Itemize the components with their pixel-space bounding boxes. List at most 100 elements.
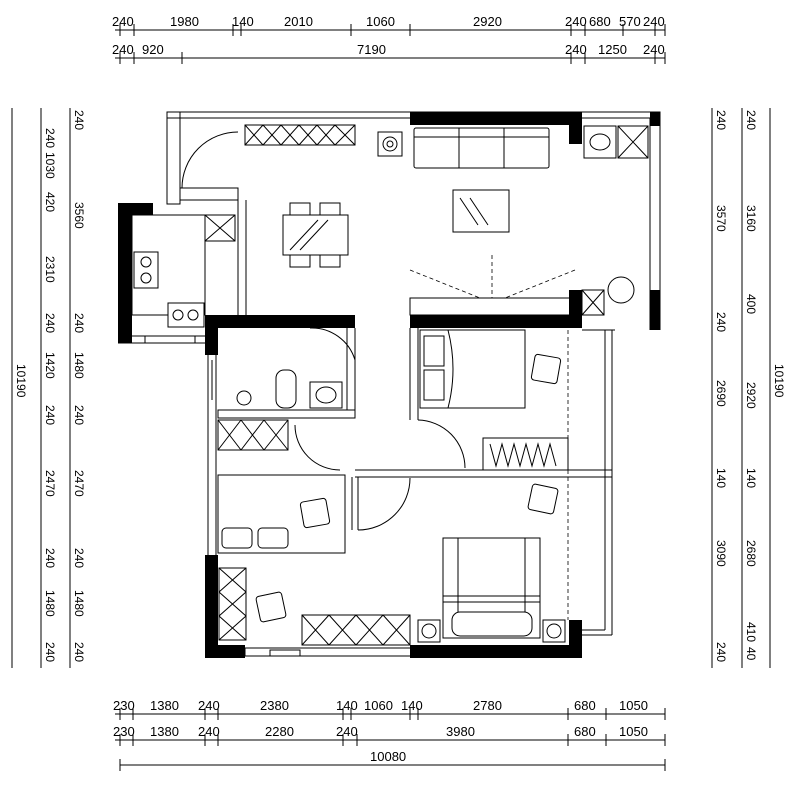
- plant-icon: [236, 390, 252, 406]
- dimension-text-top: 240 1980 140 2010 1060 2920 240 680 570 …: [112, 14, 665, 57]
- stove-icon: [377, 131, 403, 157]
- dim-right-in-5: 140: [714, 468, 728, 488]
- dim-left-11: 240: [43, 642, 57, 662]
- dim-top-4: 2010: [284, 14, 313, 29]
- dim-left-2: 1030: [43, 152, 57, 179]
- dresser: [301, 614, 411, 646]
- dim-bot-3: 240: [198, 698, 220, 713]
- dim-right-out-3: 400: [744, 294, 758, 314]
- dim-top2-1: 240: [112, 42, 134, 57]
- washbasin-icon: [583, 125, 617, 159]
- dim-bot-7: 140: [401, 698, 423, 713]
- washbasin-icon: [309, 381, 343, 409]
- dim-top2-3: 7190: [357, 42, 386, 57]
- dim-bot2-3: 240: [198, 724, 220, 739]
- dim-bottom-total: 10080: [370, 749, 406, 764]
- dim-right-out-8: 40: [744, 647, 758, 661]
- wardrobe: [482, 437, 569, 471]
- kitchen: [131, 214, 236, 328]
- dim-left-in-6: 2470: [72, 470, 86, 497]
- dim-bot2-1: 230: [113, 724, 135, 739]
- living-dining: [244, 124, 576, 299]
- plant-icon: [607, 276, 635, 304]
- dim-left-in-7: 240: [72, 548, 86, 568]
- dim-left-in-4: 1480: [72, 352, 86, 379]
- dim-right-in-6: 3090: [714, 540, 728, 567]
- stove-icon: [133, 251, 159, 289]
- dim-bot-5: 140: [336, 698, 358, 713]
- dim-top-9: 570: [619, 14, 641, 29]
- dim-left-total: 10190: [14, 364, 28, 398]
- dimension-text-bottom: 230 1380 240 2380 140 1060 140 2780 680 …: [113, 698, 648, 764]
- bedroom-top-right: [419, 329, 569, 471]
- dim-left-1: 240: [43, 128, 57, 148]
- dim-right-out-4: 2920: [744, 382, 758, 409]
- dim-right-total: 10190: [772, 364, 786, 398]
- door-swings: [181, 131, 466, 531]
- dim-left-4: 2310: [43, 256, 57, 283]
- dim-top-7: 240: [565, 14, 587, 29]
- dim-top-3: 140: [232, 14, 254, 29]
- chair: [530, 353, 562, 385]
- dim-bot2-7: 680: [574, 724, 596, 739]
- dim-right-in-3: 240: [714, 312, 728, 332]
- dimension-text-left: 240 1030 420 2310 240 1420 240 2470 240 …: [14, 110, 86, 662]
- dim-bot2-5: 240: [336, 724, 358, 739]
- dim-top2-5: 1250: [598, 42, 627, 57]
- bedroom-middle-left: [217, 419, 346, 554]
- tv-cabinet: [244, 124, 356, 146]
- chair: [255, 591, 287, 623]
- dim-left-5: 240: [43, 313, 57, 333]
- dim-right-out-7: 410: [744, 622, 758, 642]
- dim-left-in-3: 240: [72, 313, 86, 333]
- dim-top-5: 1060: [366, 14, 395, 29]
- dim-right-in-7: 240: [714, 642, 728, 662]
- master-bedroom: [218, 483, 566, 646]
- dining-table: [282, 214, 349, 256]
- dim-bot2-8: 1050: [619, 724, 648, 739]
- dim-top-6: 2920: [473, 14, 502, 29]
- dim-left-in-5: 240: [72, 405, 86, 425]
- toilet-icon: [275, 369, 297, 409]
- dimension-text-right: 240 3570 240 2690 140 3090 240 240 3160 …: [714, 110, 786, 662]
- dim-right-out-1: 240: [744, 110, 758, 130]
- nightstand: [417, 619, 441, 643]
- dim-top-10: 240: [643, 14, 665, 29]
- dim-left-6: 1420: [43, 352, 57, 379]
- chair: [299, 497, 331, 529]
- dim-top2-2: 920: [142, 42, 164, 57]
- dim-right-out-6: 2680: [744, 540, 758, 567]
- dim-top-8: 680: [589, 14, 611, 29]
- dim-top-1: 240: [112, 14, 134, 29]
- dim-right-out-2: 3160: [744, 205, 758, 232]
- dim-bot-4: 2380: [260, 698, 289, 713]
- dim-bot-9: 680: [574, 698, 596, 713]
- dim-bot-1: 230: [113, 698, 135, 713]
- walls: [118, 111, 661, 658]
- dim-bot2-2: 1380: [150, 724, 179, 739]
- dim-right-in-2: 3570: [714, 205, 728, 232]
- dim-left-10: 1480: [43, 590, 57, 617]
- dimension-lines: [11, 24, 771, 771]
- dim-bot-6: 1060: [364, 698, 393, 713]
- dim-bot-8: 2780: [473, 698, 502, 713]
- dim-left-7: 240: [43, 405, 57, 425]
- dim-left-9: 240: [43, 548, 57, 568]
- dim-left-in-1: 240: [72, 110, 86, 130]
- dim-bot2-6: 3980: [446, 724, 475, 739]
- dim-top2-6: 240: [643, 42, 665, 57]
- dim-bot-2: 1380: [150, 698, 179, 713]
- dim-left-8: 2470: [43, 470, 57, 497]
- windows: [144, 335, 301, 657]
- dim-bot2-4: 2280: [265, 724, 294, 739]
- dim-right-in-1: 240: [714, 110, 728, 130]
- chair: [527, 483, 559, 515]
- dim-left-in-2: 3560: [72, 202, 86, 229]
- dim-right-out-5: 140: [744, 468, 758, 488]
- dim-left-in-9: 240: [72, 642, 86, 662]
- dim-top-2: 1980: [170, 14, 199, 29]
- dim-left-in-8: 1480: [72, 590, 86, 617]
- nightstand: [542, 619, 566, 643]
- sofa: [413, 127, 550, 169]
